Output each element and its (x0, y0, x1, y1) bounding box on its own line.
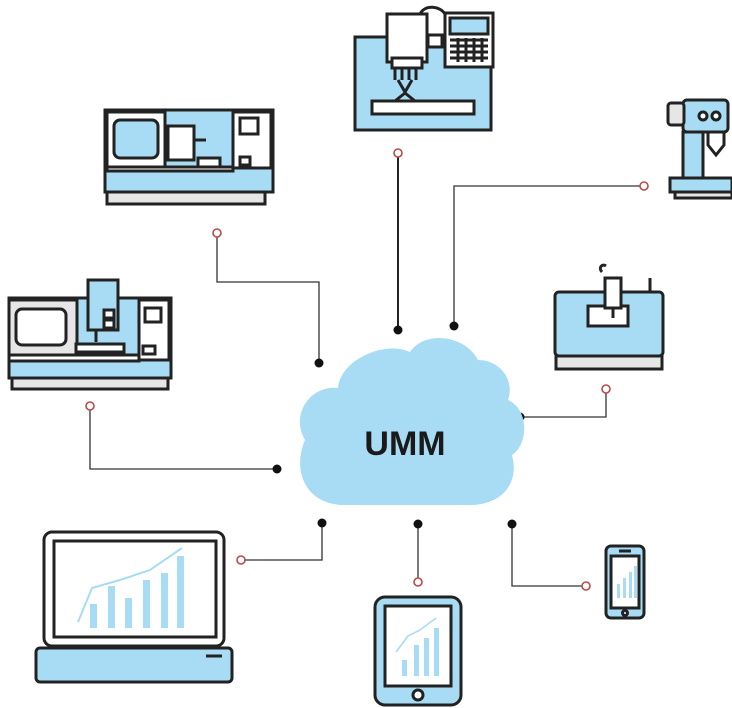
wire-machining-center (89, 406, 277, 470)
wire-laptop (241, 523, 323, 561)
drill-press-icon (666, 98, 732, 200)
wire-drill-open-end (639, 181, 649, 191)
wire-engraver-open-end (601, 384, 611, 394)
wire-tablet-open-end (413, 577, 423, 587)
cnc-lathe-icon (103, 108, 275, 206)
laptop-bars (90, 556, 184, 628)
wire-machining-hub-end (272, 464, 282, 474)
desktop-engraver-icon (553, 263, 665, 371)
hub-cloud: UMM (299, 338, 525, 505)
wire-phone-hub-end (507, 519, 517, 529)
wire-lathe (216, 233, 320, 363)
phone-chart-icon (604, 544, 646, 620)
machining-center-icon (7, 278, 173, 391)
hub-label: UMM (364, 425, 445, 463)
wire-phone-open-end (581, 581, 591, 591)
wire-machining-open-end (85, 401, 95, 411)
wire-drill-hub-end (449, 321, 459, 331)
tablet-chart-icon (373, 595, 463, 707)
wire-mill-hub-end (393, 325, 403, 335)
wire-phone (511, 524, 586, 587)
connectors (85, 148, 649, 591)
wire-drill (453, 185, 644, 326)
wire-mill-open-end (393, 148, 403, 158)
laptop-chart-icon (34, 530, 234, 684)
wire-engraver (520, 389, 607, 418)
cloud-shape-icon (299, 338, 525, 505)
wire-laptop-open-end (236, 555, 246, 565)
wire-lathe-open-end (212, 228, 222, 238)
wire-lathe-hub-end (314, 358, 324, 368)
wire-laptop-hub-end (317, 518, 327, 528)
wire-tablet-hub-end (413, 519, 423, 529)
vertical-mill-icon (353, 5, 495, 132)
